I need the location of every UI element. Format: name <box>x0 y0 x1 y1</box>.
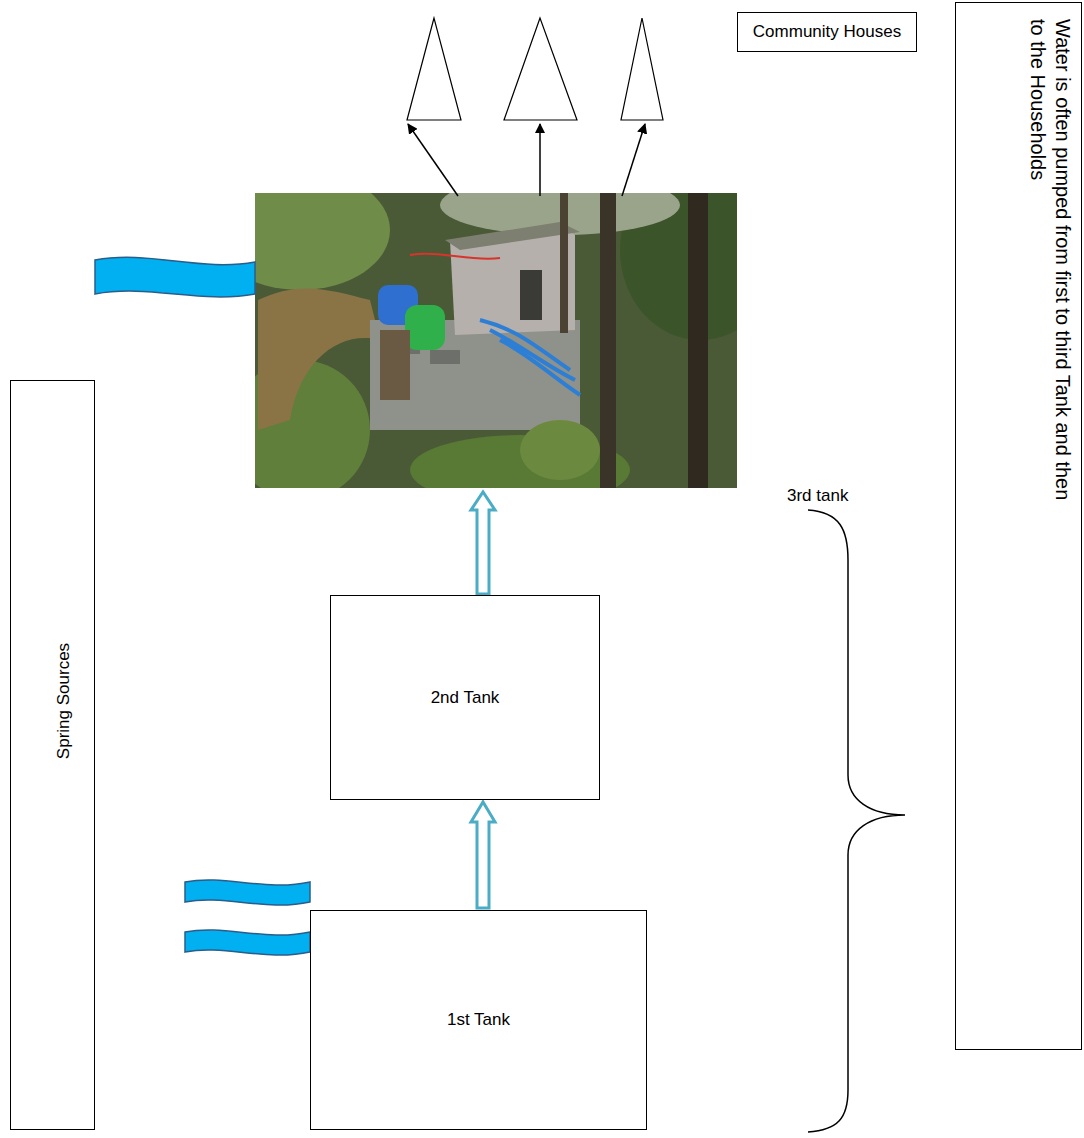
hut-door <box>520 270 542 320</box>
tree-trunk <box>600 193 616 488</box>
process-box: Community Houses <box>737 12 917 52</box>
green-tank <box>405 305 445 350</box>
house-triangle <box>504 18 577 120</box>
concrete-slab <box>370 320 580 430</box>
spring-inlet <box>185 880 310 905</box>
leaf-path <box>258 288 380 430</box>
foliage <box>255 193 390 290</box>
hut-roof <box>445 222 580 250</box>
box-text: Community Houses <box>753 21 901 42</box>
process-box: 1st Tank <box>310 910 647 1130</box>
tank-label: 3rd tank <box>785 486 850 506</box>
tree-trunk <box>560 193 568 333</box>
box-text: Spring Sources <box>53 501 74 901</box>
house-triangle <box>407 18 461 120</box>
process-box: 2nd Tank <box>330 595 600 800</box>
note-box: Water is often pumped from first to thir… <box>955 2 1082 1050</box>
spring-inlet <box>185 930 310 955</box>
supply-arrow <box>539 124 541 196</box>
pump-arrow <box>471 802 495 908</box>
tank-photo <box>255 193 737 488</box>
pump-arrow <box>471 492 495 594</box>
supply-arrow <box>408 124 458 196</box>
wooden-post <box>380 330 410 400</box>
box-text: 1st Tank <box>447 1009 510 1030</box>
spring-inlet <box>95 257 255 297</box>
tree-trunk <box>688 193 708 488</box>
red-wire <box>410 254 500 259</box>
foliage <box>520 420 600 480</box>
house-triangle <box>621 18 663 120</box>
box-text: Water is often pumped from first to thir… <box>1025 19 1075 519</box>
box-text: 2nd Tank <box>431 687 500 708</box>
tank-brace <box>808 510 905 1132</box>
supply-arrow <box>622 124 645 196</box>
slab-cover <box>430 350 460 364</box>
note-box: Spring Sources <box>10 380 95 1130</box>
